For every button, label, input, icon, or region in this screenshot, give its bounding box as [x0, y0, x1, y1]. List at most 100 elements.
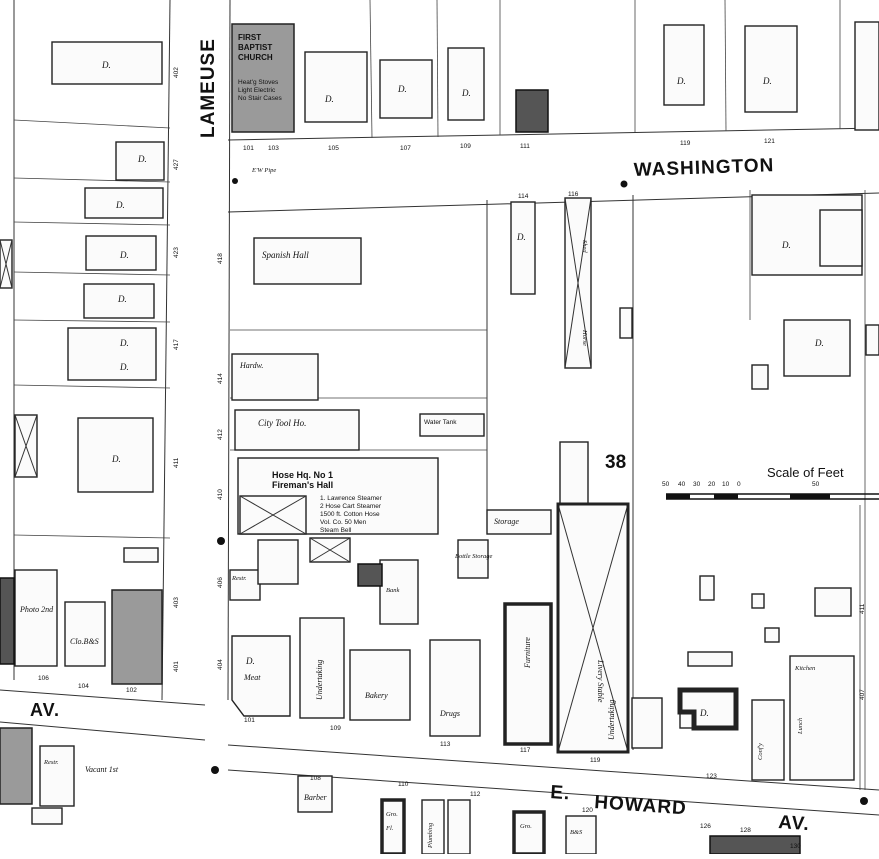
house-number: 103	[268, 145, 279, 152]
hose-house-title: Hose Hq. No 1	[272, 470, 333, 480]
house-number: 111	[520, 143, 530, 150]
building-labels: FIRST BAPTIST CHURCH Heat'g Stoves Light…	[19, 33, 815, 849]
house-number: 107	[400, 145, 411, 152]
house-number: 423	[173, 247, 180, 258]
dwelling-label: D.	[119, 338, 129, 348]
furniture-label: Furniture	[523, 637, 532, 669]
church-building	[231, 23, 295, 133]
house-number: 109	[460, 143, 471, 150]
house-number: 101	[243, 145, 254, 152]
restaurant-label-2: Restr.	[231, 575, 247, 582]
church-label: CHURCH	[238, 53, 273, 62]
shed-label: Shed	[581, 240, 588, 253]
grocery-label-2: Gro.	[520, 823, 532, 830]
street-label-lameuse: LAMEUSE	[198, 38, 219, 138]
hydrant-markers	[211, 178, 868, 805]
scale-tick: 10	[722, 481, 730, 488]
house-number: 102	[126, 687, 137, 694]
house-number: 101	[244, 717, 255, 724]
house-number: 126	[700, 823, 711, 830]
scale-tick: 0	[737, 481, 741, 488]
street-label-e: E.	[550, 782, 571, 804]
church-label: FIRST	[238, 33, 261, 42]
house-number: 402	[173, 67, 180, 78]
dwelling-label: D.	[397, 84, 407, 94]
dwelling-label: D.	[676, 76, 686, 86]
street-lines	[0, 0, 879, 816]
house-number: 108	[310, 775, 321, 782]
livery-label: Livery Stable	[596, 659, 605, 703]
house-number: 109	[330, 725, 341, 732]
kitchen-label: Kitchen	[794, 665, 815, 672]
house-number: 104	[78, 683, 89, 690]
dwelling-label: D.	[762, 76, 772, 86]
church-label: BAPTIST	[238, 43, 272, 52]
dwelling-label: D.	[245, 656, 255, 666]
church-note: Light Electric	[238, 87, 276, 94]
scale-bar: Scale of Feet 50 40 30 20 10 0 50	[662, 465, 879, 500]
house-number: 120	[582, 807, 593, 814]
house-number: 116	[568, 191, 579, 198]
house-number: 401	[173, 661, 180, 672]
street-label-washington: WASHINGTON	[633, 155, 774, 181]
house-number: 130	[790, 843, 801, 850]
house-number: 412	[217, 429, 224, 440]
photo-label: Photo 2nd	[19, 605, 54, 614]
hose-house-note: Steam Bell	[320, 527, 352, 534]
street-label-howard-av: AV.	[778, 812, 811, 835]
plumbing-label: Plumbing	[427, 822, 434, 849]
clothing-label: Clo.B&S	[70, 637, 99, 646]
house-number: 114	[518, 193, 529, 200]
city-tool-label: City Tool Ho.	[258, 418, 306, 428]
scale-label: Scale of Feet	[767, 465, 844, 480]
dwelling-label: D.	[814, 338, 824, 348]
house-number: 121	[764, 138, 775, 145]
restaurant-label: Restr.	[43, 759, 59, 766]
dwelling-label: D.	[137, 154, 147, 164]
hose-house-note: 2 Hose Cart Steamer	[320, 503, 382, 510]
undertaking-label: Undertaking	[315, 660, 324, 700]
house-number: 106	[38, 675, 49, 682]
street-label-howard: HOWARD	[594, 792, 688, 819]
meat-label: Meat	[243, 673, 261, 682]
vacant-label: Vacant 1st	[85, 765, 119, 774]
house-number: 112	[470, 791, 481, 798]
dwelling-label: D.	[115, 200, 125, 210]
house-number: 110	[398, 781, 409, 788]
house-number: 406	[217, 577, 224, 588]
house-number: 403	[173, 597, 180, 608]
sheet-number: 38	[605, 452, 626, 473]
church-note: Heat'g Stoves	[238, 79, 279, 86]
house-number: 411	[859, 603, 866, 614]
house-number: 105	[328, 145, 339, 152]
confectionery-label: Conf'y	[757, 743, 764, 760]
scale-tick: 40	[678, 481, 686, 488]
south-row	[0, 727, 801, 856]
hose-house-subtitle: Fireman's Hall	[272, 480, 333, 490]
dwelling-label: D.	[119, 362, 129, 372]
street-label-lameuse-av: AV.	[30, 700, 60, 720]
dwelling-label: D.	[461, 88, 471, 98]
dwelling-label: D.	[324, 94, 334, 104]
hose-house-note: Vol. Co. 50 Men	[320, 519, 367, 526]
house-number: 119	[680, 140, 691, 147]
hose-house-note: 1500 ft. Cotton Hose	[320, 511, 380, 518]
dwelling-label: D.	[119, 250, 129, 260]
hardware-label: Hardw.	[239, 361, 263, 370]
spanish-hall-building	[253, 237, 362, 285]
pipe-label: E'W Pipe	[251, 167, 276, 174]
flour-label: Fl.	[385, 825, 394, 832]
dwelling-label: D.	[101, 60, 111, 70]
house-number: 407	[859, 689, 866, 700]
dwelling-label: D.	[516, 232, 526, 242]
grocery-label: Gro.	[386, 811, 398, 818]
house-number: 418	[217, 253, 224, 264]
undertaking-label-livery: Undertaking	[607, 700, 616, 740]
hose-house-note: 1. Lawrence Steamer	[320, 495, 383, 502]
dwelling-label: D.	[117, 294, 127, 304]
bs-label: B&S	[570, 829, 583, 836]
bakery-label: Bakery	[365, 691, 388, 700]
dwelling-label: D.	[111, 454, 121, 464]
house-number: 411	[173, 457, 180, 468]
